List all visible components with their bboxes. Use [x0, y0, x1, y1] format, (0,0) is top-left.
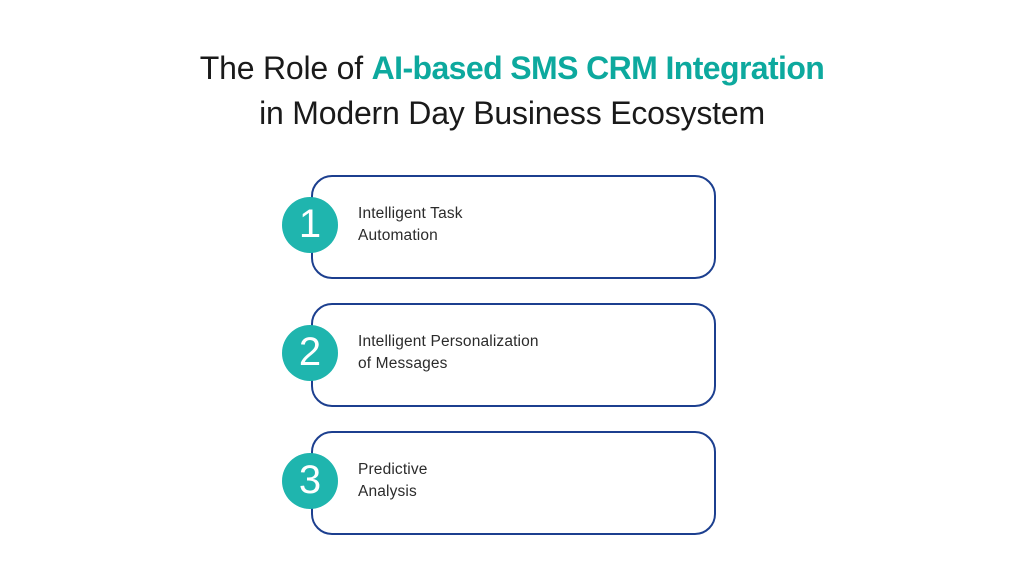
title-line-1: The Role of AI-based SMS CRM Integration: [0, 46, 1024, 91]
card-outline: [311, 175, 716, 279]
card-text: Predictive Analysis: [358, 431, 678, 531]
card-text-line-2: of Messages: [358, 355, 448, 372]
title-line-1-accent: AI-based SMS CRM Integration: [371, 50, 825, 86]
page-title: The Role of AI-based SMS CRM Integration…: [0, 46, 1024, 136]
title-line-2: in Modern Day Business Ecosystem: [259, 95, 765, 131]
step-number-label: 2: [298, 330, 322, 374]
step-number-badge: 2: [282, 325, 338, 381]
card-outline: [311, 431, 716, 535]
card-text-line-1: Intelligent Task: [358, 205, 463, 222]
step-number-badge: 1: [282, 197, 338, 253]
card-text: Intelligent Personalization of Messages: [358, 303, 678, 403]
card-text-line-1: Predictive: [358, 461, 428, 478]
step-number-badge: 3: [282, 453, 338, 509]
card-text-line-2: Analysis: [358, 483, 417, 500]
card-text: Intelligent Task Automation: [358, 175, 678, 275]
step-number-label: 3: [298, 458, 322, 502]
title-line-1-plain: The Role of: [199, 50, 372, 86]
card-text-line-2: Automation: [358, 227, 438, 244]
step-number-label: 1: [298, 202, 322, 246]
card-outline: [311, 303, 716, 407]
card-text-line-1: Intelligent Personalization: [358, 333, 539, 350]
list-item[interactable]: 2 Intelligent Personalization of Message…: [282, 303, 742, 407]
numbered-card-list: 1 Intelligent Task Automation 2 Intellig…: [282, 175, 742, 535]
list-item[interactable]: 3 Predictive Analysis: [282, 431, 742, 535]
list-item[interactable]: 1 Intelligent Task Automation: [282, 175, 742, 279]
